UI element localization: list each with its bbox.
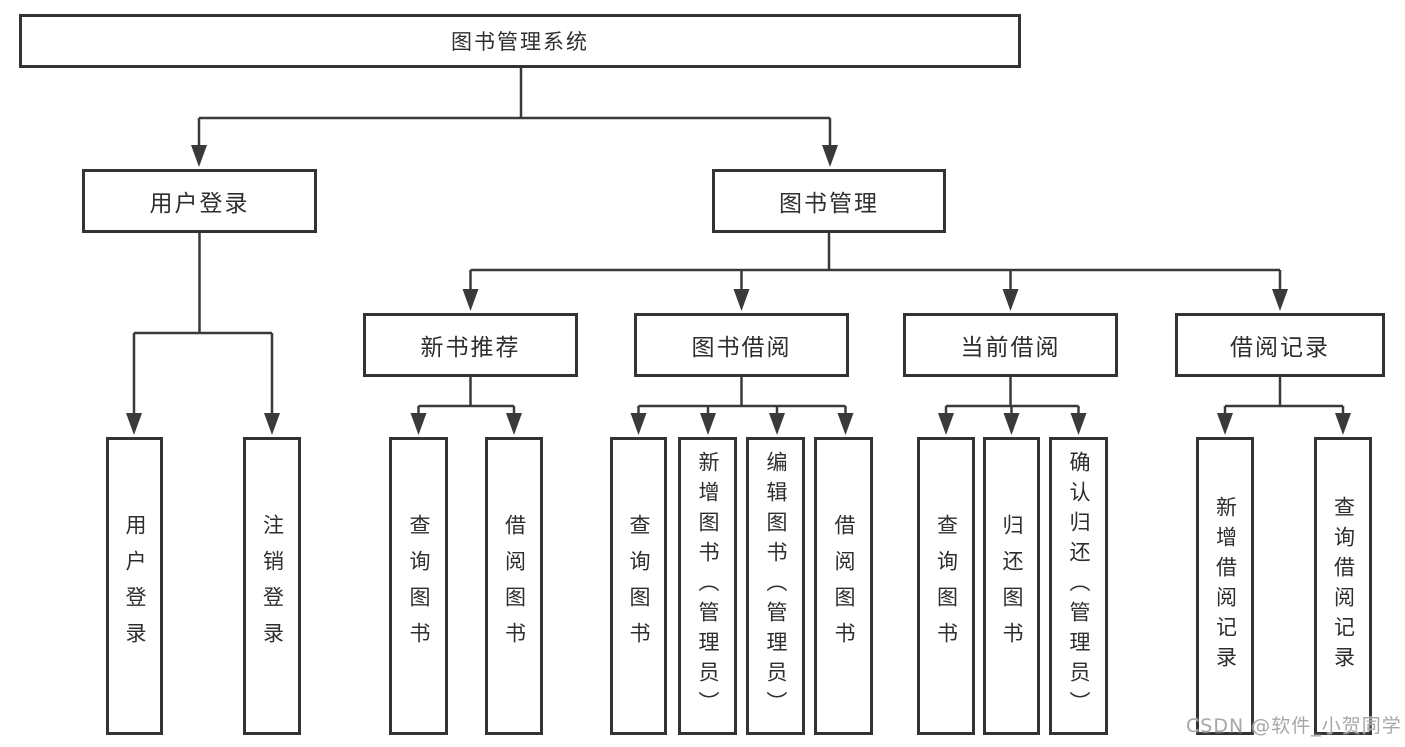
node-book-management-label: 图书管理 — [779, 191, 879, 217]
node-book-borrow-label: 图书借阅 — [691, 335, 792, 361]
node-borrow-records: 借阅记录 — [1175, 313, 1385, 377]
leaf-borrow-books-2-label: 借阅图书 — [832, 514, 856, 658]
leaf-query-borrow-record-label: 查询借阅记录 — [1331, 496, 1356, 676]
leaf-borrow-books-1-label: 借阅图书 — [502, 514, 527, 658]
leaf-query-books-3: 查询图书 — [917, 437, 975, 735]
leaf-user-login: 用户登录 — [106, 437, 163, 735]
node-user-login: 用户登录 — [82, 169, 317, 233]
leaf-borrow-books-1: 借阅图书 — [485, 437, 543, 735]
node-book-management: 图书管理 — [712, 169, 946, 233]
node-user-login-label: 用户登录 — [149, 191, 250, 217]
leaf-logout-label: 注销登录 — [260, 514, 285, 658]
leaf-add-borrow-record-label: 新增借阅记录 — [1213, 496, 1238, 676]
leaf-user-login-label: 用户登录 — [123, 514, 147, 658]
leaf-edit-books-admin: 编辑图书（管理员） — [746, 437, 805, 735]
node-new-book-recommend: 新书推荐 — [363, 313, 578, 377]
leaf-add-books-admin-label: 新增图书（管理员） — [696, 451, 720, 721]
node-current-borrow-label: 当前借阅 — [960, 335, 1061, 361]
leaf-logout: 注销登录 — [243, 437, 301, 735]
leaf-return-books: 归还图书 — [983, 437, 1040, 735]
leaf-query-books-2: 查询图书 — [610, 437, 667, 735]
leaf-query-books-3-label: 查询图书 — [934, 514, 959, 658]
node-new-book-recommend-label: 新书推荐 — [420, 335, 521, 361]
leaf-query-books-1-label: 查询图书 — [407, 514, 431, 658]
leaf-confirm-return-admin: 确认归还（管理员） — [1049, 437, 1108, 735]
node-book-borrow: 图书借阅 — [634, 313, 849, 377]
arrowheads — [126, 145, 1351, 435]
node-root-label: 图书管理系统 — [451, 30, 589, 54]
leaf-confirm-return-admin-label: 确认归还（管理员） — [1067, 451, 1091, 721]
node-root: 图书管理系统 — [19, 14, 1021, 68]
node-borrow-records-label: 借阅记录 — [1230, 335, 1330, 361]
leaf-return-books-label: 归还图书 — [1000, 514, 1024, 658]
leaf-query-borrow-record: 查询借阅记录 — [1314, 437, 1372, 735]
leaf-borrow-books-2: 借阅图书 — [814, 437, 873, 735]
node-current-borrow: 当前借阅 — [903, 313, 1118, 377]
leaf-edit-books-admin-label: 编辑图书（管理员） — [764, 451, 788, 721]
leaf-query-books-2-label: 查询图书 — [627, 514, 651, 658]
leaf-add-borrow-record: 新增借阅记录 — [1196, 437, 1254, 735]
csdn-watermark: CSDN @软件_小贺同学 — [1186, 715, 1402, 737]
leaf-query-books-1: 查询图书 — [389, 437, 448, 735]
leaf-add-books-admin: 新增图书（管理员） — [678, 437, 737, 735]
